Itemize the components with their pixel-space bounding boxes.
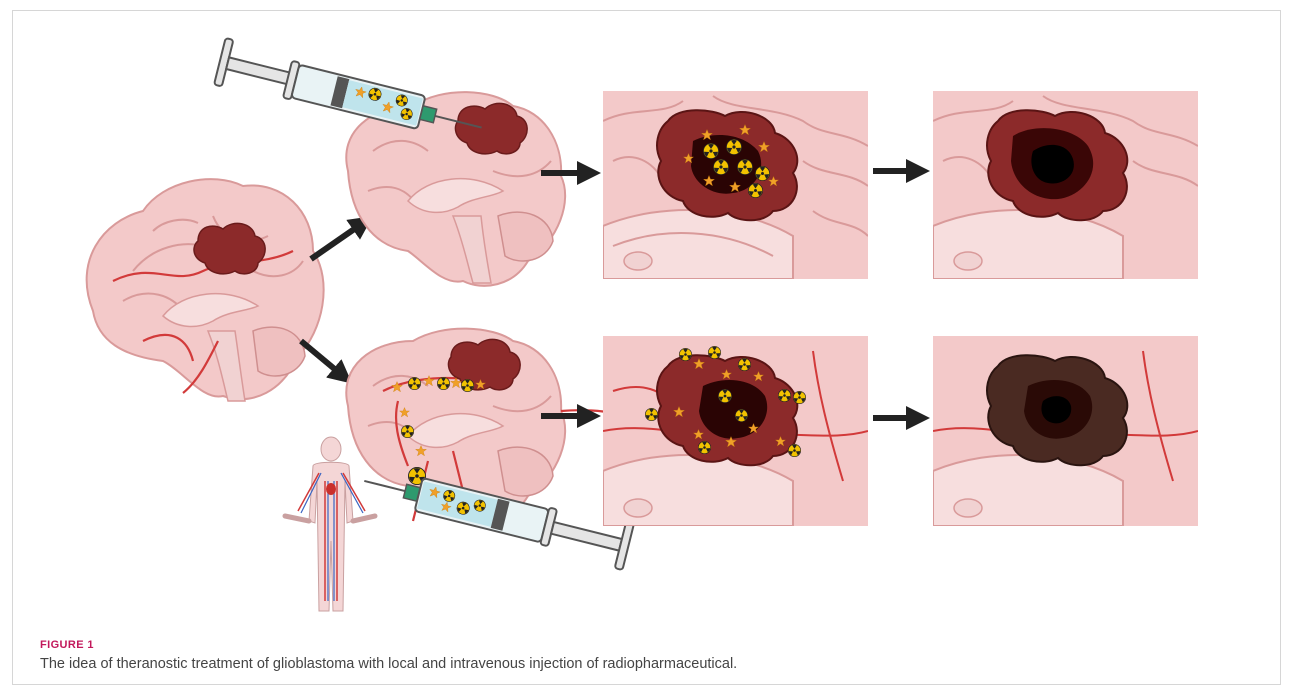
source-brain <box>87 179 324 401</box>
arrow-icon <box>301 341 343 376</box>
panel-iv-uptake <box>603 336 868 526</box>
human-body-icon <box>285 437 375 611</box>
figure-frame: FIGURE 1 The idea of theranostic treatme… <box>12 10 1281 685</box>
figure-caption: The idea of theranostic treatment of gli… <box>40 656 737 672</box>
panel-local-uptake <box>603 91 868 279</box>
arrow-icon <box>311 223 363 259</box>
illustration <box>13 11 1282 626</box>
panel-local-result <box>933 91 1198 279</box>
panel-iv-result <box>933 336 1198 526</box>
figure-label: FIGURE 1 <box>40 639 94 651</box>
